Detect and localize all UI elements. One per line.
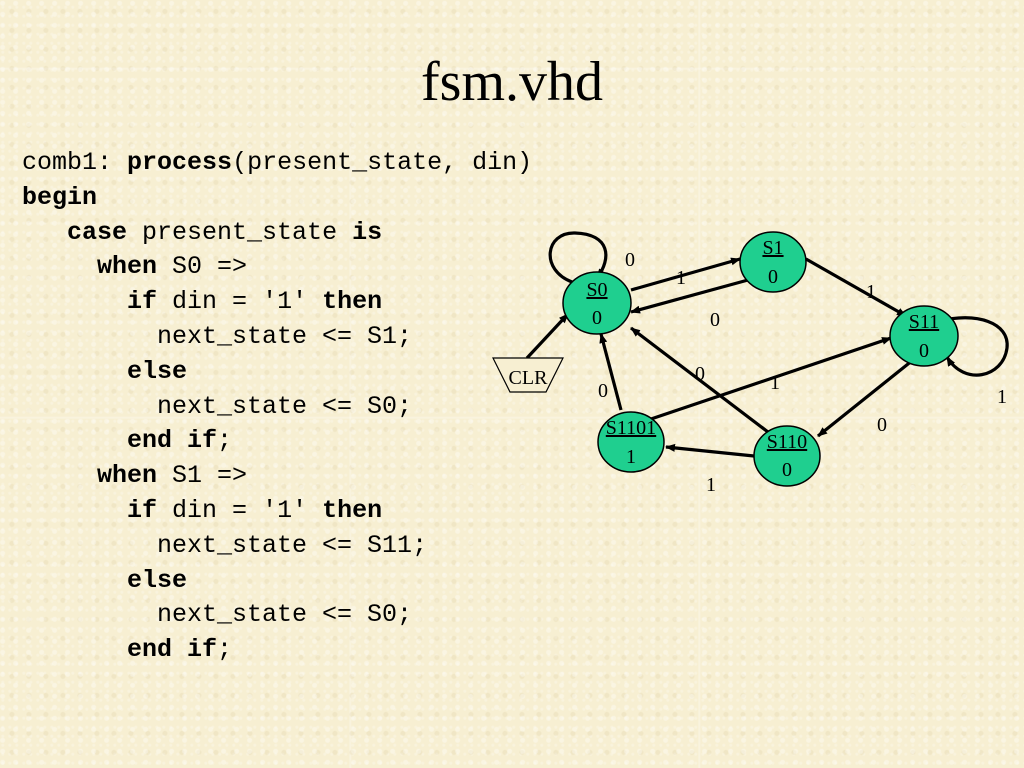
code-text: (present_state, din) — [232, 148, 533, 177]
code-text: din = '1' — [157, 287, 323, 317]
code-keyword: begin — [22, 182, 98, 212]
state-s110: S110 0 — [753, 425, 821, 487]
label-s110-to-s0: 0 — [695, 363, 705, 385]
edge-s110-to-s0 — [630, 326, 769, 434]
edge-s11-self — [939, 316, 1009, 377]
state-s0-name: S0 — [586, 279, 607, 301]
edge-s11-to-s110 — [817, 358, 914, 438]
edge-s0-to-s1 — [630, 257, 741, 292]
label-s0-to-s1: 1 — [676, 267, 686, 289]
label-s0-self: 0 — [625, 249, 635, 271]
state-s1101: S1101 1 — [597, 411, 665, 473]
vhdl-code-block: comb1: process(present_state, din)begin … — [22, 146, 532, 668]
edge-s1101-to-s0 — [599, 333, 623, 411]
code-keyword: if — [127, 495, 158, 525]
code-line: end if; — [22, 633, 532, 668]
code-keyword: else — [127, 565, 188, 595]
edge-s1-to-s11 — [805, 257, 907, 318]
code-text: S0 => — [157, 252, 248, 282]
code-keyword: case — [67, 217, 128, 247]
state-s110-output: 0 — [782, 459, 792, 481]
code-line: begin — [22, 181, 532, 216]
code-text: next_state <= S0; — [22, 600, 413, 630]
reset-symbol: CLR — [492, 357, 564, 393]
state-s0-output: 0 — [592, 307, 602, 329]
code-line: if din = '1' then — [22, 285, 532, 320]
state-s11-name: S11 — [909, 311, 939, 333]
code-text: S1 => — [157, 461, 248, 491]
slide-title: fsm.vhd — [421, 51, 603, 113]
code-keyword: process — [127, 148, 233, 177]
state-s11-output: 0 — [919, 340, 929, 362]
code-keyword: is — [352, 217, 383, 247]
code-line: when S0 => — [22, 250, 532, 285]
code-keyword: end if — [127, 426, 218, 456]
code-line: if din = '1' then — [22, 494, 532, 529]
label-s1101-to-s11: 1 — [770, 372, 780, 394]
label-s11-self: 1 — [997, 386, 1007, 408]
code-keyword: then — [322, 287, 383, 317]
state-s1-name: S1 — [762, 237, 783, 259]
code-line: next_state <= S0; — [22, 598, 532, 633]
code-text: din = '1' — [157, 495, 323, 525]
code-keyword: end if — [127, 635, 218, 665]
code-keyword: then — [322, 495, 383, 525]
edge-s1101-to-s11 — [650, 336, 892, 421]
code-text: ; — [217, 426, 233, 456]
state-s0: S0 0 — [562, 271, 632, 335]
label-s11-to-s110: 0 — [877, 414, 887, 436]
label-s110-to-s1101: 1 — [706, 474, 716, 496]
code-text: next_state <= S0; — [22, 391, 413, 421]
reset-label: CLR — [509, 367, 549, 389]
label-s1-to-s0: 0 — [710, 309, 720, 331]
edge-clr-to-s0 — [525, 312, 570, 360]
code-line: when S1 => — [22, 459, 532, 494]
code-line: case present_state is — [22, 216, 532, 251]
code-line: end if; — [22, 424, 532, 459]
state-s1101-name: S1101 — [606, 417, 656, 439]
state-s110-name: S110 — [767, 431, 807, 453]
code-line: next_state <= S0; — [22, 390, 532, 425]
state-s1-output: 0 — [768, 266, 778, 288]
state-s1: S1 0 — [739, 231, 807, 293]
code-text: comb1: — [22, 148, 128, 177]
edge-s1-to-s0 — [630, 278, 749, 314]
code-text: ; — [217, 635, 233, 665]
edge-s110-to-s1101 — [665, 443, 755, 458]
code-line: else — [22, 355, 532, 390]
code-text: next_state <= S11; — [22, 530, 428, 560]
state-s1101-output: 1 — [626, 446, 636, 468]
code-line: next_state <= S11; — [22, 529, 532, 564]
label-s1101-to-s0: 0 — [598, 380, 608, 402]
label-s1-to-s11: 1 — [866, 281, 876, 303]
code-line: next_state <= S1; — [22, 320, 532, 355]
code-keyword: else — [127, 356, 188, 386]
edge-s0-self — [548, 231, 608, 284]
code-keyword: if — [127, 287, 158, 317]
code-line: comb1: process(present_state, din) — [22, 146, 532, 181]
code-text: present_state — [127, 217, 353, 247]
code-line: else — [22, 564, 532, 599]
code-keyword: when — [97, 461, 158, 491]
code-text: next_state <= S1; — [22, 321, 413, 351]
code-keyword: when — [97, 252, 158, 282]
state-s11: S11 0 — [889, 305, 959, 367]
